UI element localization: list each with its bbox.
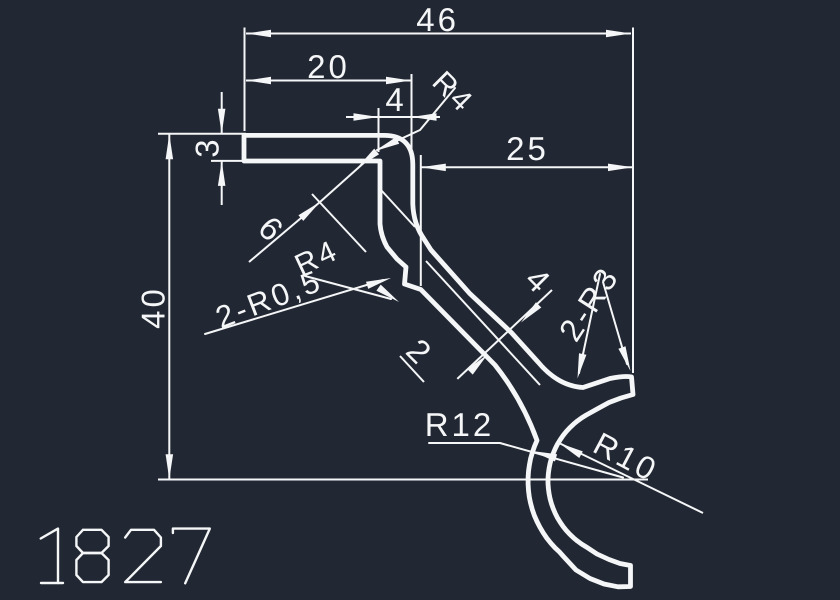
svg-text:4: 4 — [385, 81, 406, 118]
svg-text:3: 3 — [189, 136, 226, 157]
svg-text:20: 20 — [307, 48, 350, 85]
svg-text:46: 46 — [416, 1, 459, 38]
svg-text:25: 25 — [506, 130, 549, 167]
svg-text:R12: R12 — [425, 406, 495, 443]
svg-text:40: 40 — [135, 286, 172, 329]
